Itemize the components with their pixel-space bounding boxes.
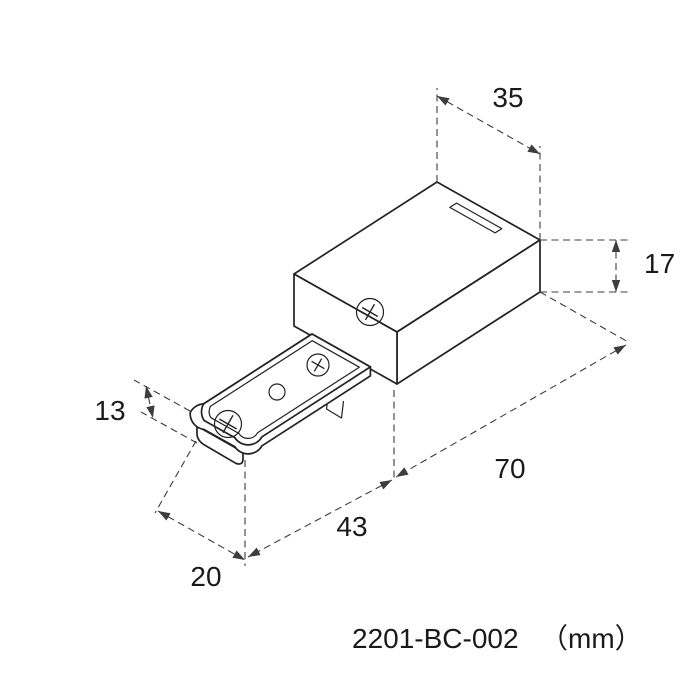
tongue-inner-contour: [208, 340, 360, 439]
dim-17-label: 17: [644, 248, 675, 279]
tongue-rivet-icon: [268, 383, 286, 401]
dim-line: [157, 510, 246, 561]
dim-13-label: 13: [94, 395, 125, 426]
dim-line: [436, 95, 541, 155]
dim-35-label: 35: [492, 82, 523, 113]
dim-70-label: 70: [494, 453, 525, 484]
dimension-tongue-width: 20: [154, 440, 246, 592]
ext-line: [133, 379, 191, 412]
dimension-body-length: 70: [393, 291, 631, 484]
dimension-tongue-length: 43: [244, 460, 393, 566]
part-number-label: 2201-BC-002: [352, 623, 519, 654]
ext-line: [154, 440, 197, 514]
top-notch: [449, 202, 503, 234]
units-label: （mm）: [540, 623, 643, 654]
dimension-tip-height: 13: [94, 379, 198, 444]
dim-line: [247, 479, 393, 558]
body-screw-icon: [355, 297, 385, 327]
connector-tongue: [189, 333, 372, 465]
dim-line: [395, 344, 627, 478]
dimension-body-height: 17: [540, 239, 675, 293]
connector-body: [293, 181, 541, 385]
dim-line: [144, 385, 155, 419]
dimension-top-width: 35: [436, 82, 541, 240]
caption: 2201-BC-002 （mm）: [352, 623, 643, 654]
tongue-screw-top-icon: [306, 353, 330, 377]
tongue-lower-block: [196, 425, 244, 465]
dim-43-label: 43: [336, 511, 367, 542]
ext-line: [539, 291, 631, 344]
tongue-screw-end-icon: [213, 409, 243, 439]
ext-line: [140, 411, 198, 444]
dim-20-label: 20: [190, 561, 221, 592]
